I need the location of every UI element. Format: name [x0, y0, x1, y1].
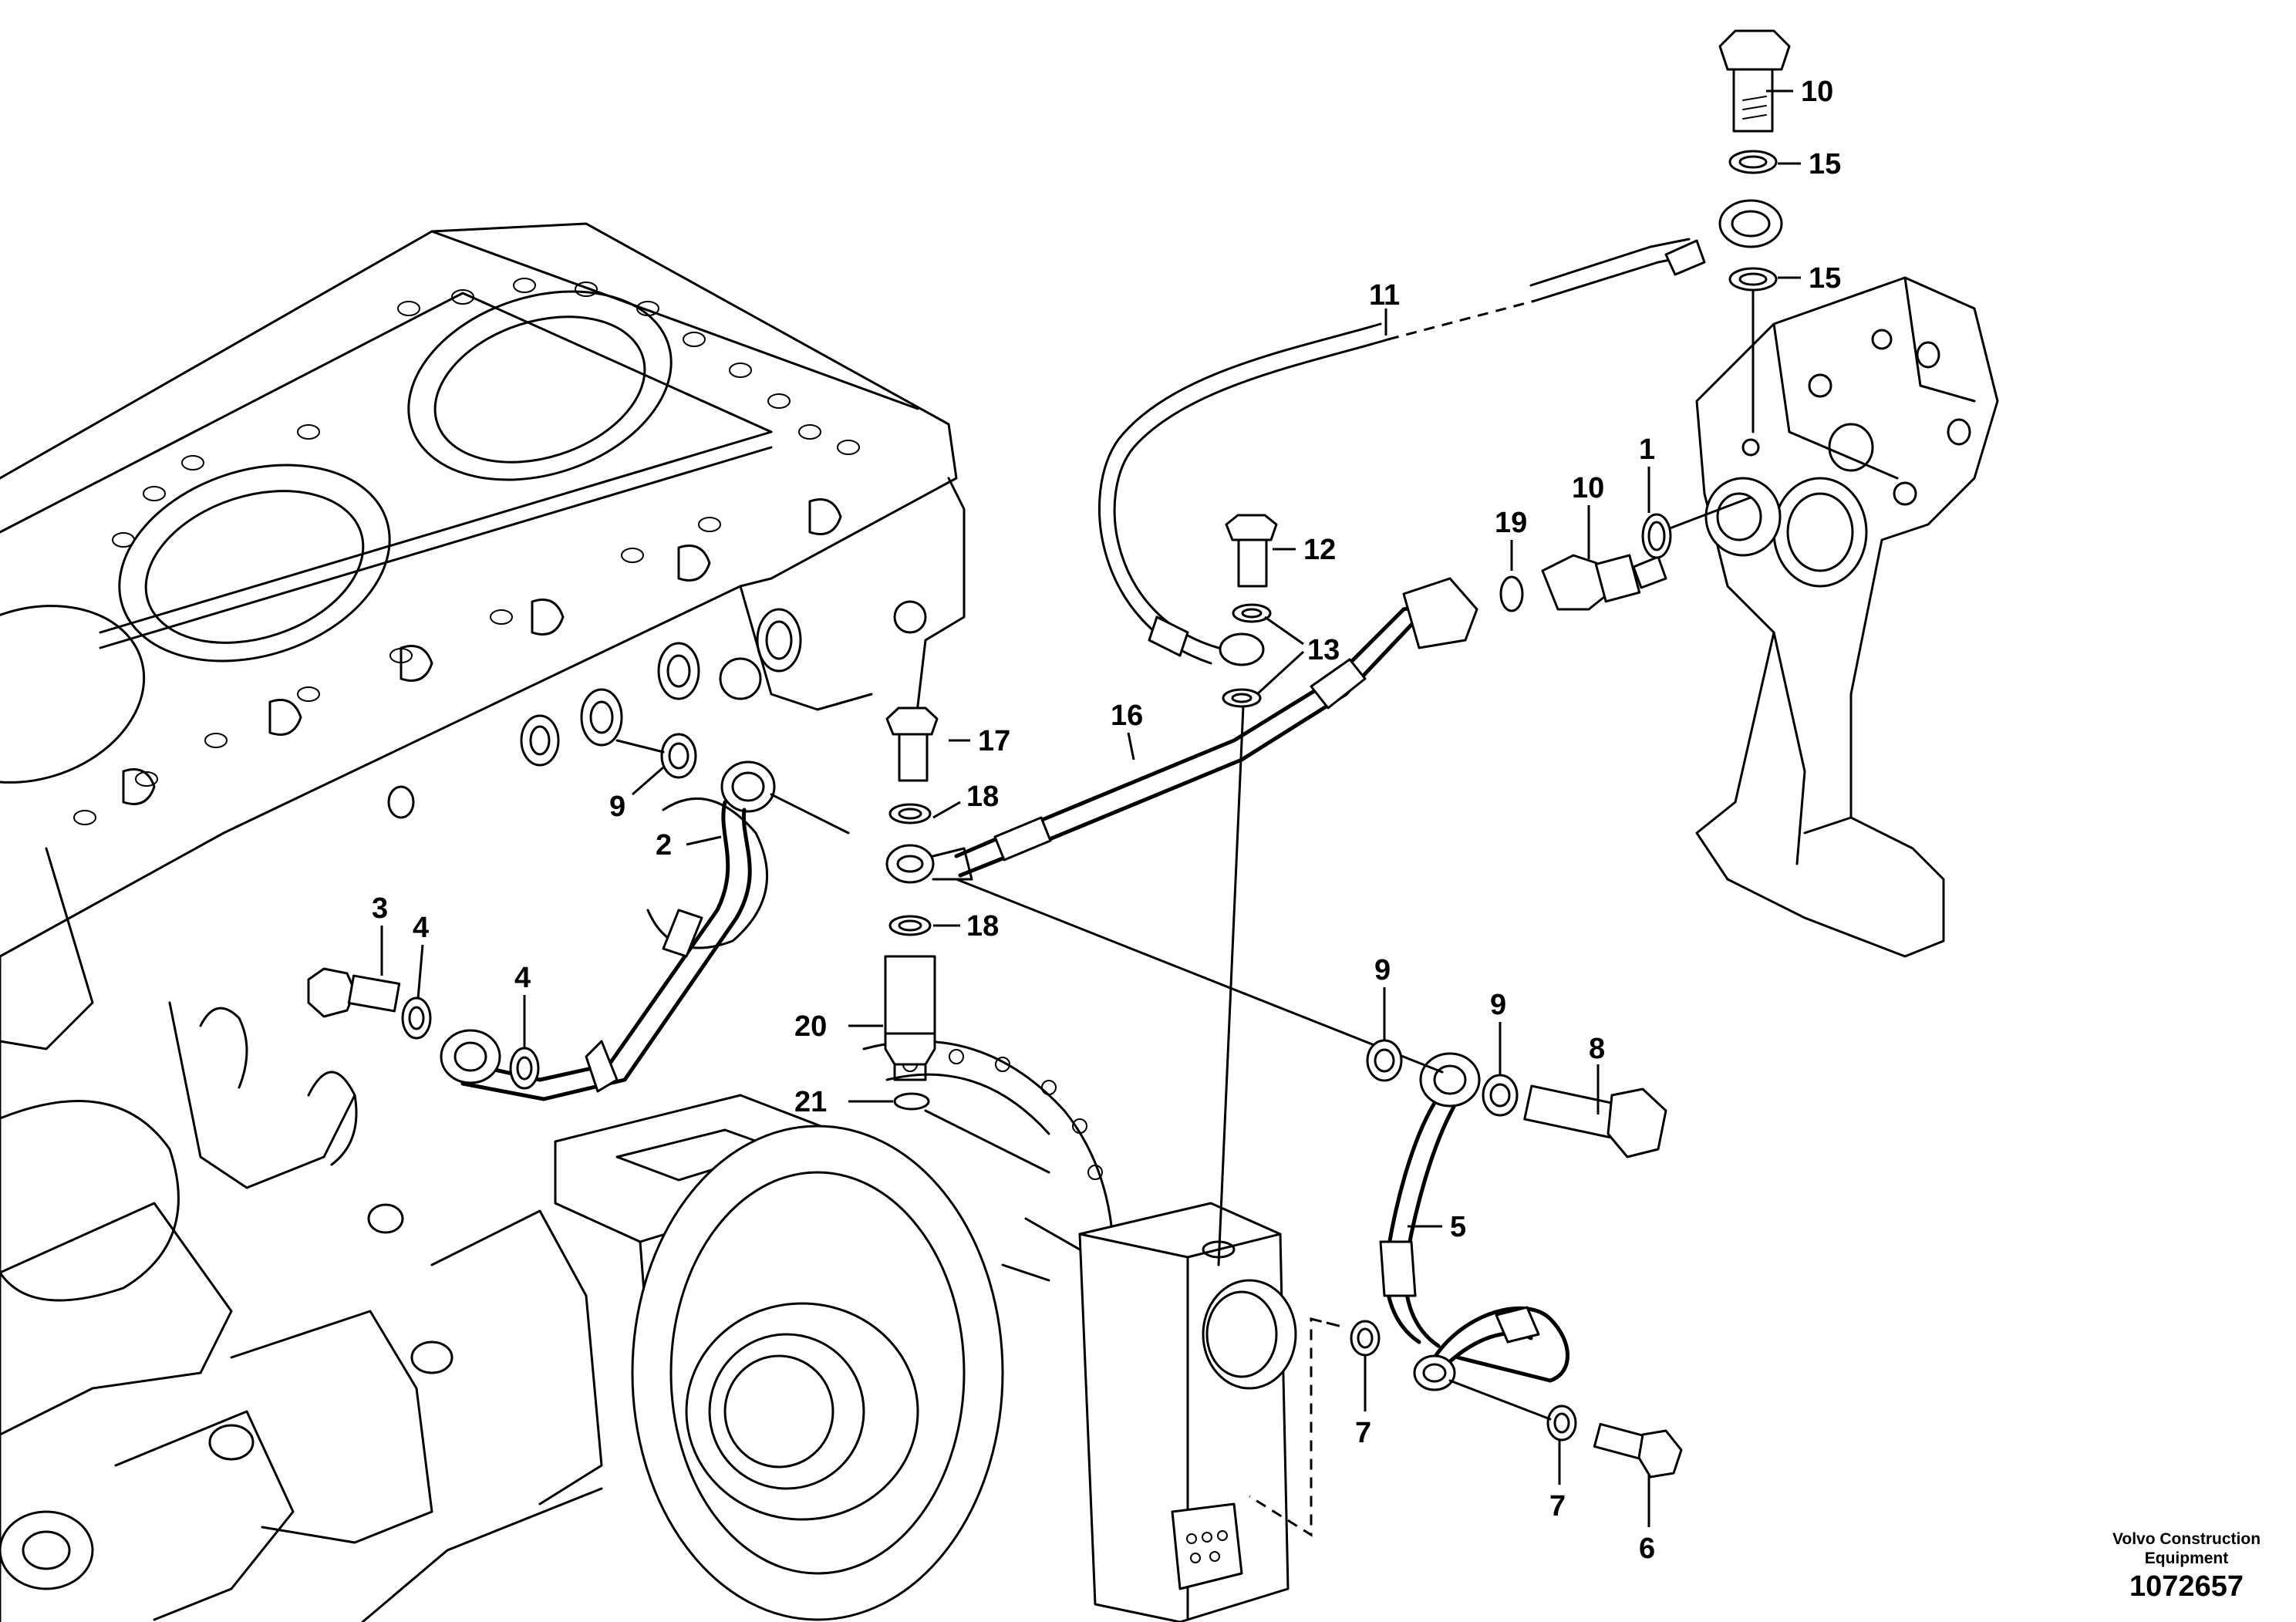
- washer-13a: [1232, 603, 1272, 623]
- brand-label: Volvo Construction Equipment: [2082, 1529, 2291, 1568]
- callout-7a: 7: [1355, 1417, 1371, 1449]
- banjo-bolt-3: [307, 967, 401, 1018]
- callout-9-left: 9: [609, 791, 625, 823]
- callout-15a: 15: [1809, 148, 1841, 180]
- callout-15b: 15: [1809, 262, 1841, 295]
- washer-15a: [1728, 150, 1778, 174]
- callouts: 10 15 15 11 12 13 19 10 1 16 17 18 18 20…: [372, 76, 1841, 1565]
- washer-15b: [1728, 267, 1778, 292]
- oil-pipe-16: [885, 577, 1478, 884]
- callout-1: 1: [1639, 433, 1655, 466]
- washer-7a: [1350, 1320, 1381, 1357]
- oil-pipe-11: [1098, 199, 1783, 666]
- oil-pipe-5: [1379, 1052, 1569, 1391]
- callout-12: 12: [1303, 534, 1336, 566]
- callout-5: 5: [1450, 1211, 1466, 1243]
- washer-9-right-b: [1482, 1074, 1519, 1117]
- callout-17: 17: [978, 725, 1010, 757]
- washer-7b: [1546, 1404, 1577, 1442]
- callout-8: 8: [1589, 1033, 1605, 1065]
- callout-9-right-a: 9: [1374, 954, 1391, 986]
- callout-18b: 18: [966, 910, 999, 943]
- turbocharger: [554, 1040, 1297, 1622]
- banjo-bolt-8: [1523, 1084, 1667, 1158]
- callout-10: 10: [1572, 472, 1604, 504]
- callout-18a: 18: [966, 781, 999, 813]
- o-ring-1: [1641, 513, 1672, 559]
- callout-14: 10: [1801, 76, 1833, 108]
- washer-4a: [401, 996, 432, 1040]
- callout-11: 11: [1369, 279, 1400, 312]
- callout-16: 16: [1111, 700, 1143, 732]
- callout-19: 19: [1495, 507, 1527, 539]
- banjo-bolt-17: [885, 706, 939, 782]
- o-ring-21: [893, 1092, 930, 1111]
- brand-line-2: Equipment: [2144, 1549, 2229, 1567]
- brand-line-1: Volvo Construction: [2112, 1530, 2261, 1548]
- callout-3: 3: [372, 892, 388, 925]
- callout-6: 6: [1639, 1533, 1655, 1565]
- adapter-20: [884, 955, 936, 1081]
- filter-housing: [1695, 276, 1999, 958]
- callout-9-right-b: 9: [1490, 989, 1506, 1021]
- banjo-bolt-6: [1593, 1422, 1683, 1479]
- oil-pipe-2: [440, 760, 776, 1101]
- callout-4b: 4: [514, 962, 531, 994]
- union-10: [1541, 554, 1667, 611]
- callout-21: 21: [794, 1086, 827, 1118]
- washer-4b: [509, 1047, 540, 1090]
- washer-9-left: [660, 733, 697, 779]
- banjo-bolt-14: [1718, 29, 1791, 133]
- engine-block: [0, 222, 966, 1622]
- washer-18a: [888, 803, 932, 824]
- washer-18b: [888, 915, 932, 936]
- callout-20: 20: [794, 1010, 827, 1043]
- washer-9-right-a: [1366, 1039, 1403, 1082]
- banjo-bolt-12: [1225, 514, 1278, 588]
- document-number: 1072657: [2129, 1570, 2244, 1603]
- washer-13b: [1222, 688, 1262, 708]
- callout-4a: 4: [413, 912, 429, 944]
- callout-2: 2: [656, 829, 672, 862]
- callout-7b: 7: [1549, 1490, 1566, 1523]
- callout-13: 13: [1307, 634, 1340, 666]
- o-ring-19: [1499, 575, 1524, 612]
